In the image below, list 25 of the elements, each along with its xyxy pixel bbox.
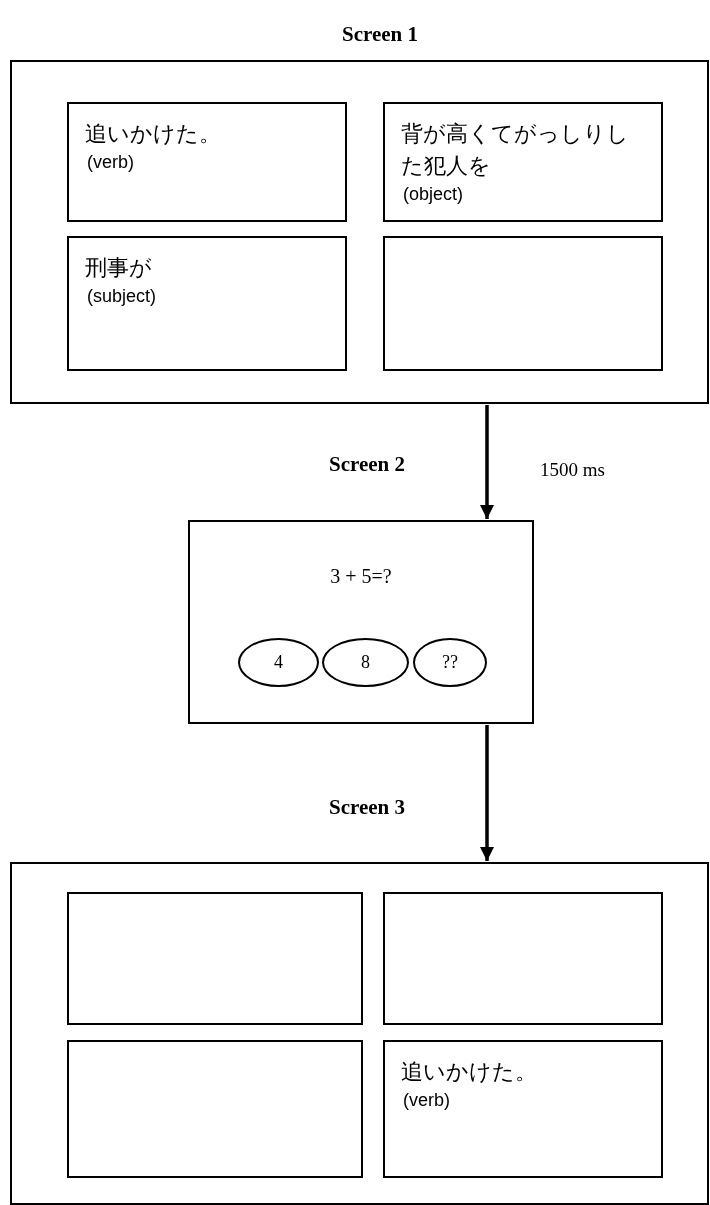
screen-title: Screen 2 [329, 452, 405, 477]
math-problem: 3 + 5=? [330, 565, 392, 588]
arrow [480, 405, 494, 519]
phrase-text: 追いかけた。 [85, 120, 222, 148]
stimulus-box [67, 102, 347, 222]
empty-box [383, 892, 663, 1025]
answer-option: 4 [238, 638, 319, 687]
empty-box [67, 1040, 363, 1178]
stimulus-box [67, 236, 347, 371]
phrase-text: 背が高くてがっしりした犯人を [401, 120, 630, 180]
role-label: (object) [403, 183, 465, 206]
stimulus-box [383, 1040, 663, 1178]
stimulus-box [383, 102, 663, 222]
answer-option: ?? [413, 638, 487, 687]
empty-box [383, 236, 663, 371]
role-label: (verb) [87, 151, 135, 174]
arrow [480, 725, 494, 861]
answer-option: 8 [322, 638, 409, 687]
screen-title: Screen 3 [329, 795, 405, 820]
empty-box [67, 892, 363, 1025]
role-label: (subject) [87, 285, 158, 308]
phrase-text: 刑事が [85, 254, 153, 282]
phrase-text: 追いかけた。 [401, 1058, 538, 1086]
screen-title: Screen 1 [342, 22, 418, 47]
role-label: (verb) [403, 1089, 451, 1112]
